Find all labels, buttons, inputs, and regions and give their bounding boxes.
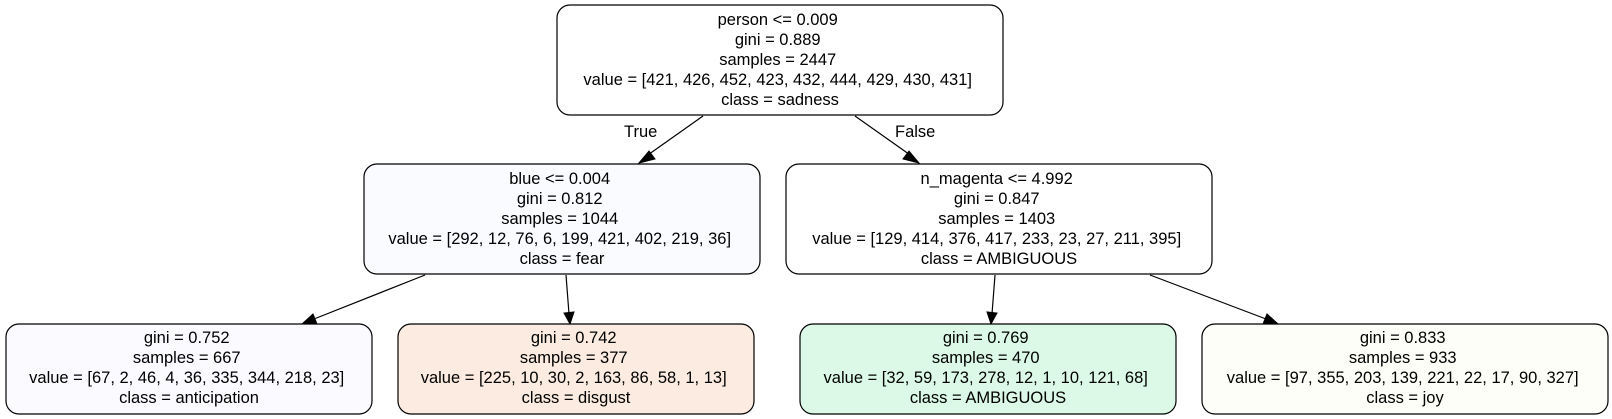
leaf-2-box: [397, 323, 755, 415]
node-left-box: [363, 163, 761, 275]
node-right-box: [785, 163, 1213, 275]
node-root-samples: samples = 2447: [719, 51, 836, 69]
svg-text:gini = 0.752 samples = 6: gini = 0.752 samples = 667 value = [67, …: [29, 329, 349, 407]
leaf-2-value: value = [225, 10, 30, 2, 163, 86, 58, 1,…: [421, 369, 727, 387]
node-left-split: blue <= 0.004: [509, 170, 610, 188]
leaf-4-class: class = joy: [1366, 389, 1444, 407]
edge-root-right: [854, 115, 914, 158]
node-root-gini: gini = 0.889: [735, 31, 821, 49]
node-root-class: class = sadness: [721, 91, 839, 109]
edge-label-false: False: [895, 123, 935, 141]
leaf-1-samples: samples = 667: [133, 349, 241, 367]
edge-right-leaf3: [991, 274, 996, 315]
node-right-samples: samples = 1403: [938, 210, 1055, 228]
node-right-gini: gini = 0.847: [954, 190, 1040, 208]
node-left-value: value = [292, 12, 76, 6, 199, 421, 402, …: [388, 230, 731, 248]
svg-text:person <= 0.009 gini = 0: person <= 0.009 gini = 0.889 samples = 2…: [583, 11, 976, 109]
leaf-1-value: value = [67, 2, 46, 4, 36, 335, 344, 218…: [29, 369, 344, 387]
tree-leaf-2: gini = 0.742 samples = 377 value = [225,…: [397, 323, 755, 415]
node-left-samples: samples = 1044: [501, 210, 618, 228]
arrowhead-root-right: [902, 150, 921, 164]
edge-left-leaf1: [313, 274, 426, 320]
leaf-3-class: class = AMBIGUOUS: [910, 389, 1066, 407]
leaf-4-box: [1201, 323, 1609, 415]
svg-text:n_magenta <= 4.992 gini: n_magenta <= 4.992 gini = 0.847 samples …: [812, 170, 1186, 268]
tree-leaf-4: gini = 0.833 samples = 933 value = [97, …: [1201, 323, 1609, 415]
node-left-gini: gini = 0.812: [517, 190, 603, 208]
edge-label-true: True: [624, 123, 657, 141]
arrowhead-right-leaf3: [986, 311, 998, 326]
leaf-2-class: class = disgust: [522, 389, 631, 407]
arrowhead-left-leaf1: [300, 313, 318, 325]
node-right-split: n_magenta <= 4.992: [921, 170, 1073, 188]
svg-text:gini = 0.769 samples = 4: gini = 0.769 samples = 470 value = [32, …: [824, 329, 1153, 407]
svg-text:gini = 0.833 samples = 9: gini = 0.833 samples = 933 value = [97, …: [1227, 329, 1583, 407]
node-root-value: value = [421, 426, 452, 423, 432, 444, 4…: [583, 71, 972, 89]
node-right-class: class = AMBIGUOUS: [921, 250, 1077, 268]
svg-text:blue <= 0.004 gini = 0.8: blue <= 0.004 gini = 0.812 samples = 104…: [388, 170, 735, 268]
leaf-4-gini: gini = 0.833: [1360, 329, 1446, 347]
tree-node-left: blue <= 0.004 gini = 0.812 samples = 104…: [363, 163, 761, 275]
arrowhead-root-left: [637, 150, 656, 164]
tree-leaf-1: gini = 0.752 samples = 667 value = [67, …: [5, 323, 373, 415]
edge-left-leaf2: [565, 274, 570, 315]
leaf-2-gini: gini = 0.742: [531, 329, 617, 347]
tree-node-root: person <= 0.009 gini = 0.889 samples = 2…: [556, 4, 1004, 116]
tree-edges: [300, 115, 1280, 326]
edge-root-left: [644, 115, 704, 158]
leaf-2-samples: samples = 377: [520, 349, 628, 367]
node-right-value: value = [129, 414, 376, 417, 233, 23, 27…: [812, 230, 1181, 248]
leaf-3-value: value = [32, 59, 173, 278, 12, 1, 10, 12…: [824, 369, 1148, 387]
node-left-class: class = fear: [520, 250, 605, 268]
node-root-box: [556, 4, 1004, 116]
leaf-3-box: [799, 323, 1177, 415]
arrowhead-left-leaf2: [563, 311, 575, 326]
arrowhead-right-leaf4: [1262, 313, 1280, 325]
leaf-1-gini: gini = 0.752: [144, 329, 230, 347]
leaf-3-samples: samples = 470: [932, 349, 1040, 367]
svg-text:gini = 0.742 samples = 3: gini = 0.742 samples = 377 value = [225,…: [421, 329, 732, 407]
leaf-1-box: [5, 323, 373, 415]
leaf-1-class: class = anticipation: [119, 389, 259, 407]
leaf-4-samples: samples = 933: [1349, 349, 1457, 367]
tree-node-right: n_magenta <= 4.992 gini = 0.847 samples …: [785, 163, 1213, 275]
leaf-3-gini: gini = 0.769: [943, 329, 1029, 347]
node-root-split: person <= 0.009: [718, 11, 838, 29]
leaf-4-value: value = [97, 355, 203, 139, 221, 22, 17,…: [1227, 369, 1579, 387]
edge-right-leaf4: [1149, 274, 1267, 320]
tree-leaf-3: gini = 0.769 samples = 470 value = [32, …: [799, 323, 1177, 415]
